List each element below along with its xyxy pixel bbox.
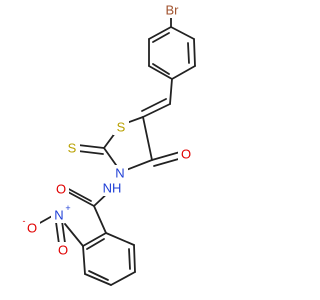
bond (82, 245, 86, 275)
bond (93, 205, 107, 234)
bond (77, 144, 105, 149)
svg-text:O: O (56, 182, 66, 197)
svg-text:NH: NH (103, 181, 122, 196)
bond (151, 151, 181, 161)
bond (170, 26, 195, 40)
bond (148, 65, 173, 80)
svg-text:S: S (117, 120, 126, 135)
positive-charge: + (65, 203, 70, 213)
bond (148, 26, 172, 40)
negative-charge: - (23, 216, 26, 226)
bond (88, 270, 109, 281)
nitro-oxygen-double-atom: O (55, 242, 71, 258)
nitro-oxygen-anion-atom: O - (23, 216, 40, 236)
bond (105, 232, 135, 246)
amide-oxygen-atom: O (53, 181, 69, 197)
bond (61, 220, 66, 244)
bond (55, 221, 60, 245)
bond (193, 38, 196, 67)
svg-text:O: O (58, 243, 68, 258)
bond (128, 248, 131, 270)
nitro-nitrogen-atom: N + (51, 203, 71, 223)
bond (142, 103, 171, 118)
bond (77, 150, 104, 155)
ring-nitrogen-atom: N (112, 165, 128, 181)
bond (169, 78, 173, 105)
bond (110, 271, 136, 286)
molecule-structure: Br S S O N NH O N + (23, 2, 196, 286)
bond (82, 232, 107, 247)
svg-text:S: S (68, 141, 77, 156)
bond (133, 244, 136, 273)
svg-text:N: N (54, 208, 63, 223)
bond (67, 191, 95, 207)
bond (152, 63, 170, 75)
svg-text:O: O (181, 147, 191, 162)
bond (153, 157, 183, 167)
bond (141, 98, 167, 112)
svg-text:Br: Br (166, 3, 180, 18)
bond (152, 32, 170, 43)
bond (64, 186, 92, 202)
atom-labels: Br S S O N NH O N + (23, 2, 194, 258)
bond (171, 65, 196, 80)
svg-text:N: N (115, 166, 124, 181)
bond (142, 116, 153, 161)
bond (86, 238, 105, 250)
bromine-atom: Br (161, 2, 183, 18)
bond (187, 42, 190, 64)
svg-text:O: O (27, 221, 37, 236)
bond (84, 273, 112, 286)
ketone-oxygen-atom: O (178, 146, 194, 162)
thione-sulfur-atom: S (64, 140, 80, 156)
amide-nh-group: NH (100, 180, 124, 196)
bond (64, 223, 84, 247)
ring-sulfur-atom: S (113, 119, 129, 135)
